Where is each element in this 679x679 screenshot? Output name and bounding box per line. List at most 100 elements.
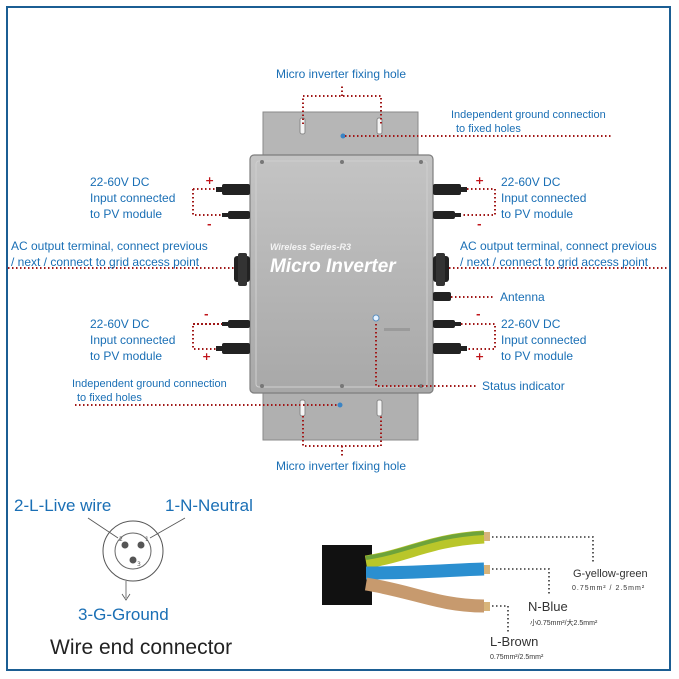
label-wire-l-spec: 0.75mm²/2.5mm² xyxy=(490,654,544,661)
cable-sheath xyxy=(322,545,372,605)
dc-connector-right-top-plus xyxy=(433,184,467,195)
wire-blue xyxy=(365,562,485,580)
ground-hole xyxy=(337,402,343,408)
label-fixing-hole-bottom: Micro inverter fixing hole xyxy=(276,459,406,473)
ground-hole xyxy=(340,133,346,139)
label-dc-left-bottom-2: Input connected xyxy=(90,333,175,347)
fixing-slot xyxy=(376,399,383,417)
fixing-slot xyxy=(299,117,306,135)
leader-fixing-hole-bottom xyxy=(302,416,382,458)
label-dc-right-bottom-3: to PV module xyxy=(501,349,573,363)
pin-2-number: 2 xyxy=(119,536,123,543)
dc-connector-left-bottom-minus xyxy=(222,320,250,328)
dc-connector-right-top-minus xyxy=(433,211,461,219)
label-wire-g-spec: 0.75mm² / 2.5mm² xyxy=(572,585,645,592)
screw xyxy=(260,160,264,164)
polarity-plus: + xyxy=(205,174,214,187)
label-wire-g: G-yellow-green xyxy=(573,568,648,580)
label-status: Status indicator xyxy=(482,379,565,393)
label-dc-left-top-1: 22-60V DC xyxy=(90,175,150,189)
label-dc-left-top-3: to PV module xyxy=(90,207,162,221)
mounting-plate-top-tab xyxy=(262,111,419,158)
label-dc-right-top-3: to PV module xyxy=(501,207,573,221)
leader-wire-l xyxy=(492,605,509,632)
polarity-plus: + xyxy=(475,350,484,363)
leader-status xyxy=(375,324,477,387)
leader-lines xyxy=(8,84,668,458)
label-dc-right-bottom-1: 22-60V DC xyxy=(501,317,561,331)
screw xyxy=(340,160,344,164)
leader-wire-g xyxy=(492,536,594,563)
label-ground: 3-G-Ground xyxy=(78,605,169,624)
polarity-plus: + xyxy=(475,174,484,187)
label-dc-left-bottom-3: to PV module xyxy=(90,349,162,363)
label-ground-top-2: to fixed holes xyxy=(456,123,521,135)
fixing-slot xyxy=(376,117,383,135)
wire-end-connector: 2-L-Live wire 1-N-Neutral 2 1 3 3-G-Grou… xyxy=(14,496,253,659)
wire-tip-n xyxy=(484,565,490,574)
polarity-minus: - xyxy=(477,218,482,231)
leader-dc-right-bottom xyxy=(461,323,496,350)
label-neutral: 1-N-Neutral xyxy=(165,496,253,515)
screw xyxy=(340,384,344,388)
status-led-label-plate xyxy=(384,328,410,331)
device-name: Micro Inverter xyxy=(270,256,397,277)
pin-3-number: 3 xyxy=(137,561,141,568)
wire-end-connector-title: Wire end connector xyxy=(50,636,232,659)
three-core-cable: G-yellow-green 0.75mm² / 2.5mm² N-Blue 小… xyxy=(322,530,648,661)
label-dc-left-bottom-1: 22-60V DC xyxy=(90,317,150,331)
dc-connector-left-bottom-plus xyxy=(216,343,250,354)
wire-tip-l xyxy=(484,602,490,611)
polarity-minus: - xyxy=(204,308,209,321)
label-dc-right-bottom-2: Input connected xyxy=(501,333,586,347)
label-dc-right-top-1: 22-60V DC xyxy=(501,175,561,189)
screw xyxy=(419,160,423,164)
connector-face-inner xyxy=(114,532,152,570)
leader-dc-left-bottom xyxy=(192,323,222,350)
label-dc-left-top-2: Input connected xyxy=(90,191,175,205)
antenna-connector xyxy=(433,292,451,301)
device-series: Wireless Series-R3 xyxy=(270,242,351,252)
connector-leader xyxy=(87,517,186,539)
dc-connector-right-bottom-minus xyxy=(433,320,461,328)
label-dc-right-top-2: Input connected xyxy=(501,191,586,205)
ac-connector-right xyxy=(433,253,449,286)
label-ground-top-1: Independent ground connection xyxy=(451,109,606,121)
ground-leader xyxy=(121,581,131,601)
wire-yellow-green-stripe xyxy=(365,531,485,560)
leader-fixing-hole-top xyxy=(302,84,382,124)
dc-connector-left-top-minus xyxy=(222,211,250,219)
label-ac-left-2: / next / connect to grid access point xyxy=(11,255,200,269)
micro-inverter-device: Wireless Series-R3 Micro Inverter xyxy=(249,111,434,441)
connector-face xyxy=(102,520,164,582)
polarity-minus: - xyxy=(476,308,481,321)
mounting-plate-bottom-tab xyxy=(262,391,419,441)
wire-brown xyxy=(364,577,485,613)
dc-connector-left-top-plus xyxy=(216,184,250,195)
ac-connector-left xyxy=(234,253,250,286)
label-wire-l: L-Brown xyxy=(490,634,538,649)
leader-dc-right-top xyxy=(461,188,496,216)
label-ground-bottom-2: to fixed holes xyxy=(77,392,142,404)
label-ac-right-1: AC output terminal, connect previous xyxy=(460,239,657,253)
leader-dc-left-top xyxy=(192,188,222,216)
outer-frame xyxy=(6,6,671,671)
connectors-right xyxy=(433,184,467,354)
polarity-plus: + xyxy=(202,350,211,363)
dc-connector-right-bottom-plus xyxy=(433,343,467,354)
label-ac-right-2: / next / connect to grid access point xyxy=(460,255,649,269)
label-ground-bottom-1: Independent ground connection xyxy=(72,378,227,390)
label-ac-left-1: AC output terminal, connect previous xyxy=(11,239,208,253)
polarity-minus: - xyxy=(207,218,212,231)
status-led xyxy=(372,314,380,322)
pin-2 xyxy=(121,541,129,549)
wire-yellow-green xyxy=(364,530,485,569)
wire-tip-g xyxy=(484,532,490,541)
label-wire-n-spec: 小0.75mm²/大2.5mm² xyxy=(530,618,598,627)
pin-3 xyxy=(129,556,137,564)
leader-wire-n xyxy=(492,568,550,596)
pin-1 xyxy=(137,541,145,549)
label-fixing-hole-top: Micro inverter fixing hole xyxy=(276,67,406,81)
connectors-left xyxy=(216,184,250,354)
